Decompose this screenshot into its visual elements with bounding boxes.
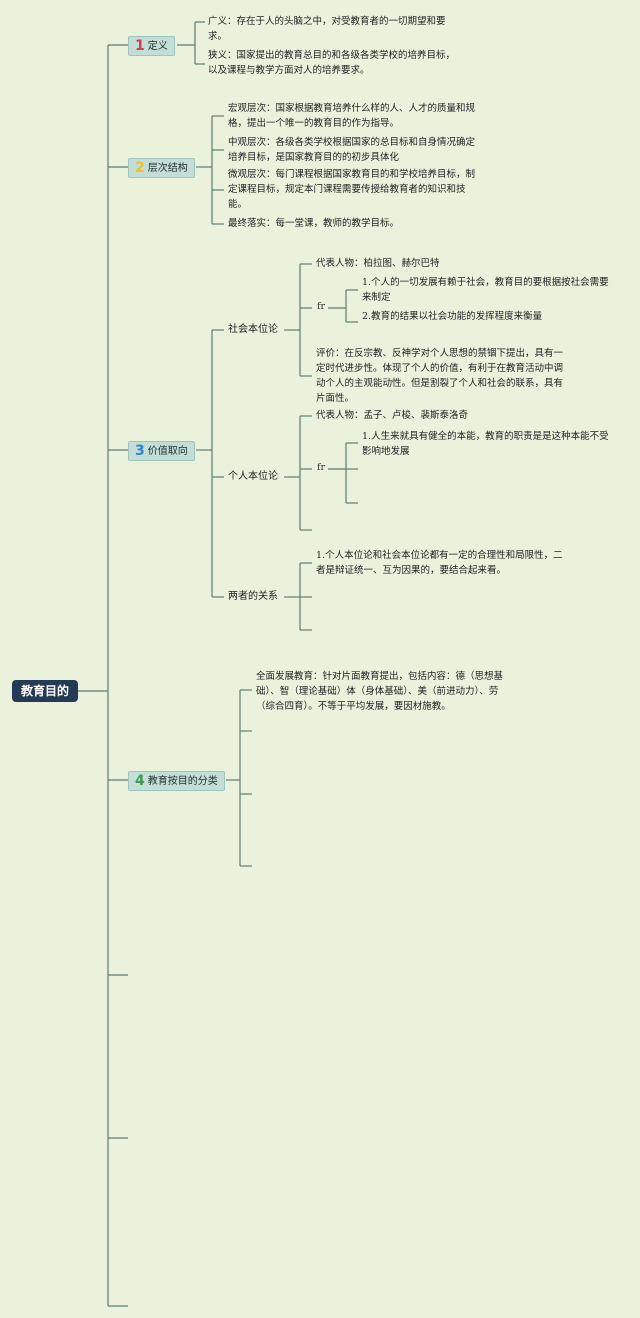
topic-number: 1 bbox=[135, 38, 145, 54]
definition-broad[interactable]: 广义：存在于人的头脑之中，对受教育者的一切期望和要求。 bbox=[208, 16, 446, 42]
society-point-1[interactable]: 1.个人的一切发展有赖于社会，教育目的要根据按社会需要来制定 bbox=[362, 277, 609, 303]
node-society[interactable]: 社会本位论 bbox=[228, 324, 278, 335]
topic-number: 2 bbox=[135, 160, 145, 176]
node-relation[interactable]: 两者的关系 bbox=[228, 591, 278, 602]
classification-all-round[interactable]: 全面发展教育：针对片面教育提出，包括内容：德（思想基础）、智（理论基础）体（身体… bbox=[256, 671, 504, 712]
relation-text[interactable]: 1.个人本位论和社会本位论都有一定的合理性和局限性，二者是辩证统一、互为因果的，… bbox=[316, 550, 563, 576]
topic-label: 价值取向 bbox=[147, 446, 188, 457]
topic-label: 教育按目的分类 bbox=[147, 776, 218, 787]
level-final[interactable]: 最终落实：每一堂课，教师的教学目标。 bbox=[228, 218, 400, 229]
individual-fr[interactable]: fr bbox=[317, 462, 326, 473]
definition-narrow[interactable]: 狭义：国家提出的教育总目的和各级各类学校的培养目标，以及课程与教学方面对人的培养… bbox=[208, 50, 456, 76]
node-individual[interactable]: 个人本位论 bbox=[228, 471, 278, 482]
society-fr[interactable]: fr bbox=[317, 301, 326, 312]
topic-label: 定义 bbox=[147, 41, 168, 52]
society-representatives[interactable]: 代表人物：柏拉图、赫尔巴特 bbox=[316, 258, 440, 269]
root-node[interactable]: 教育目的 bbox=[12, 680, 78, 702]
topic-number: 4 bbox=[135, 773, 145, 789]
level-macro[interactable]: 宏观层次：国家根据教育培养什么样的人、人才的质量和规格，提出一个唯一的教育目的作… bbox=[228, 103, 476, 129]
society-evaluation[interactable]: 评价：在反宗教、反神学对个人思想的禁锢下提出，具有一定时代进步性。体现了个人的价… bbox=[316, 348, 564, 404]
level-meso[interactable]: 中观层次：各级各类学校根据国家的总目标和自身情况确定培养目标，是国家教育目的的初… bbox=[228, 137, 476, 163]
individual-representatives[interactable]: 代表人物：孟子、卢梭、裴斯泰洛奇 bbox=[316, 410, 469, 421]
individual-point-1[interactable]: 1.人生来就具有健全的本能，教育的职责是是这种本能不受影响地发展 bbox=[362, 431, 609, 457]
society-point-2[interactable]: 2.教育的结果以社会功能的发挥程度来衡量 bbox=[362, 311, 543, 322]
level-micro[interactable]: 微观层次：每门课程根据国家教育目的和学校培养目标，制定课程目标，规定本门课程需要… bbox=[228, 169, 476, 210]
topic-number: 3 bbox=[135, 443, 145, 459]
topic-label: 层次结构 bbox=[147, 163, 188, 174]
